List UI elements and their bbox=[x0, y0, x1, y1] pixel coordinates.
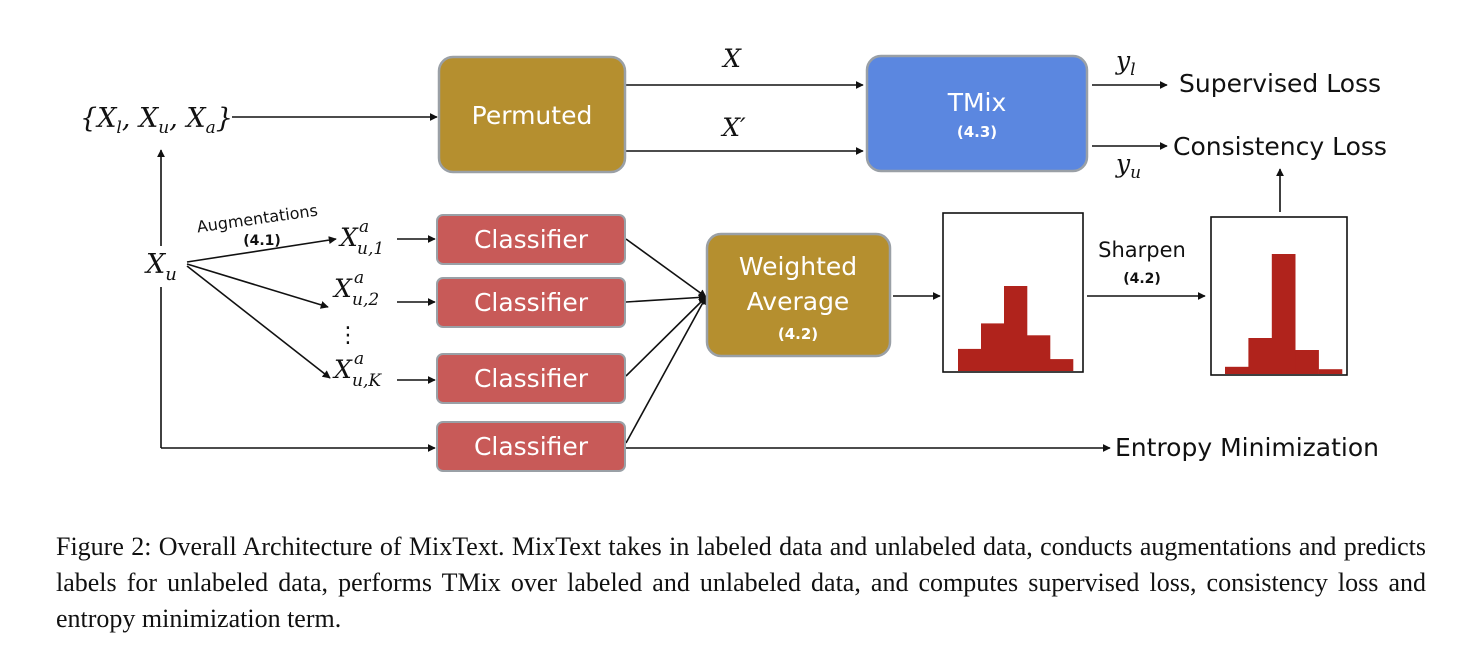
architecture-diagram: Permuted TMix (4.3) Classifier Classifie… bbox=[80, 44, 1387, 472]
histogram-bar bbox=[1295, 350, 1319, 374]
consistency-loss-label: Consistency Loss bbox=[1173, 132, 1387, 161]
diagram-canvas: Permuted TMix (4.3) Classifier Classifie… bbox=[80, 44, 1387, 472]
histogram-before bbox=[942, 212, 1084, 373]
svg-text:u,2: u,2 bbox=[352, 290, 379, 310]
classifier-label: Classifier bbox=[474, 364, 589, 393]
supervised-loss-label: Supervised Loss bbox=[1179, 69, 1381, 98]
classifier-box-2: Classifier bbox=[436, 277, 626, 328]
arrow-classifier-2-to-average bbox=[625, 293, 707, 303]
histogram-bar bbox=[1027, 335, 1051, 371]
histogram-bar bbox=[1050, 359, 1074, 371]
augmented-input-1: X a u,1 bbox=[338, 217, 384, 259]
tmix-ref: (4.3) bbox=[957, 123, 997, 141]
svg-text:a: a bbox=[359, 217, 369, 237]
y-u-label: yu bbox=[1115, 149, 1141, 183]
weighted-average-line1: Weighted bbox=[739, 252, 857, 281]
histogram-bar bbox=[1318, 369, 1343, 374]
connectors bbox=[157, 81, 1284, 452]
arrow-aug-2 bbox=[186, 263, 329, 309]
sharpen-ref: (4.2) bbox=[1123, 271, 1161, 287]
permuted-x-prime-label: X′ bbox=[720, 113, 746, 142]
y-l-label: yl bbox=[1115, 46, 1136, 80]
weighted-average-ref: (4.2) bbox=[778, 325, 818, 343]
arrow-classifier-1-to-average bbox=[625, 238, 707, 298]
augmented-input-2: X a u,2 bbox=[332, 268, 379, 310]
permuted-box: Permuted bbox=[437, 55, 627, 174]
sharpen-label: Sharpen bbox=[1098, 238, 1186, 262]
augmentations-label: Augmentations bbox=[196, 201, 319, 237]
augmentations-ref: (4.1) bbox=[243, 233, 281, 249]
histogram-bar bbox=[958, 348, 982, 371]
histogram-bar bbox=[981, 323, 1005, 371]
histogram-after bbox=[1210, 216, 1348, 376]
tmix-box: TMix (4.3) bbox=[865, 54, 1089, 173]
permuted-x-label: X bbox=[721, 44, 742, 73]
classifier-box-3: Classifier bbox=[436, 353, 626, 404]
histogram-bar bbox=[1271, 254, 1296, 374]
permuted-label: Permuted bbox=[472, 101, 593, 130]
svg-text:a: a bbox=[354, 268, 364, 288]
figure-caption: Figure 2: Overall Architecture of MixTex… bbox=[56, 532, 1426, 633]
svg-text:X: X bbox=[332, 355, 353, 384]
classifier-box-1: Classifier bbox=[436, 214, 626, 265]
arrow-aug-1 bbox=[186, 236, 337, 263]
histogram-before-bars bbox=[958, 286, 1074, 371]
classifier-label: Classifier bbox=[474, 225, 589, 254]
svg-text:X: X bbox=[338, 223, 359, 252]
histogram-after-bars bbox=[1225, 254, 1343, 374]
histogram-bar bbox=[1004, 286, 1028, 371]
classifier-label: Classifier bbox=[474, 432, 589, 461]
histogram-bar bbox=[1225, 366, 1249, 374]
classifier-label: Classifier bbox=[474, 288, 589, 317]
unlabeled-input-label: Xu bbox=[144, 249, 177, 285]
arrow-aug-k bbox=[186, 265, 331, 379]
augmented-input-k: X a u,K bbox=[332, 349, 382, 391]
entropy-minimization-label: Entropy Minimization bbox=[1115, 433, 1379, 462]
histogram-bar bbox=[1248, 338, 1273, 374]
svg-text:u,1: u,1 bbox=[357, 239, 384, 259]
classifier-box-4: Classifier bbox=[436, 421, 626, 472]
svg-text:X: X bbox=[332, 274, 353, 303]
arrow-classifier-4-to-average bbox=[625, 296, 707, 444]
tmix-label: TMix bbox=[947, 88, 1007, 117]
weighted-average-line2: Average bbox=[747, 287, 850, 316]
weighted-average-box: Weighted Average (4.2) bbox=[705, 232, 892, 358]
ellipsis-icon: ⋮ bbox=[337, 323, 359, 348]
svg-text:a: a bbox=[354, 349, 364, 369]
arrow-classifier-3-to-average bbox=[625, 296, 707, 377]
input-set-label: {Xl, Xu, Xa} bbox=[80, 103, 233, 138]
svg-text:u,K: u,K bbox=[352, 371, 382, 391]
